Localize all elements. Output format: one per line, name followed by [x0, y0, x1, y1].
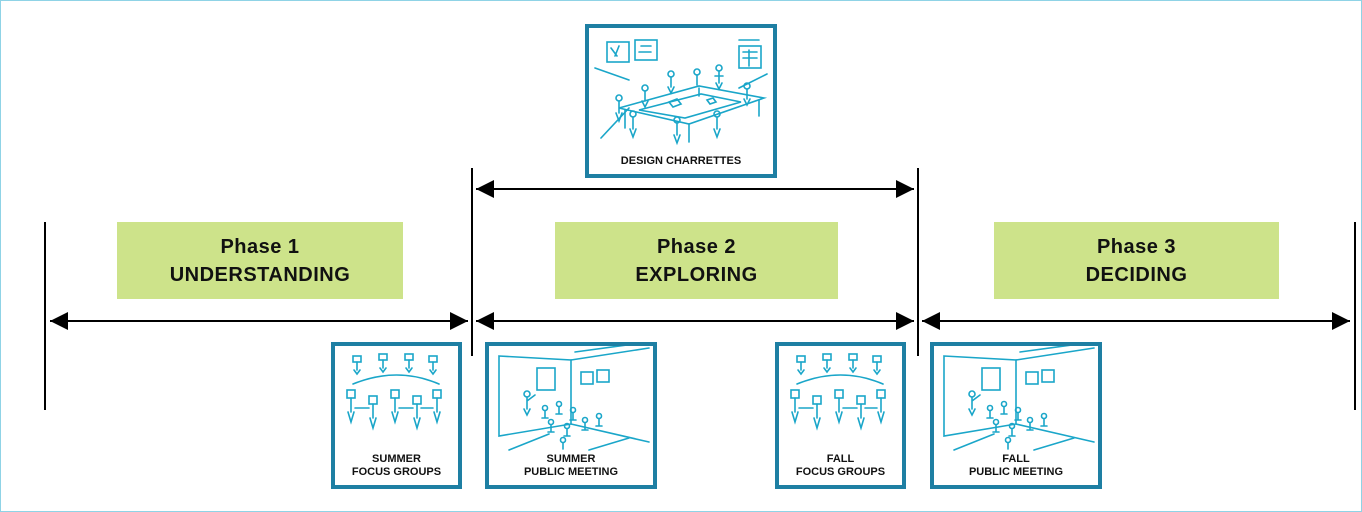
- fall-focus-groups-line1: FALL: [826, 453, 855, 465]
- summer-focus-groups-line1: SUMMER: [372, 453, 421, 465]
- summer-focus-groups-line2: FOCUS GROUPS: [351, 466, 442, 478]
- fall-focus-groups-line2: FOCUS GROUPS: [795, 466, 886, 478]
- public-meeting-sketch-icon: [943, 346, 1095, 451]
- phase-2-number: Phase 2: [656, 235, 737, 258]
- phase-3-name: DECIDING: [1085, 263, 1188, 286]
- phase-1-number: Phase 1: [220, 235, 300, 258]
- focus-group-sketch-icon: [790, 353, 886, 431]
- focus-group-sketch-icon: [346, 353, 442, 431]
- fall-public-meeting-line2: PUBLIC MEETING: [968, 466, 1064, 478]
- phase-2-box: Phase 2 EXPLORING: [555, 222, 838, 299]
- summer-public-meeting-card: SUMMER PUBLIC MEETING: [485, 342, 657, 489]
- summer-public-meeting-line2: PUBLIC MEETING: [523, 466, 619, 478]
- phase-3-number: Phase 3: [1096, 235, 1177, 258]
- design-charrettes-label: DESIGN CHARRETTES: [620, 155, 742, 167]
- design-charrettes-card: DESIGN CHARRETTES: [585, 24, 777, 178]
- phase-2-name: EXPLORING: [635, 263, 758, 286]
- fall-public-meeting-line1: FALL: [1002, 453, 1030, 465]
- summer-focus-groups-card: SUMMER FOCUS GROUPS: [331, 342, 462, 489]
- summer-public-meeting-line1: SUMMER: [546, 453, 596, 465]
- phase-3-box: Phase 3 DECIDING: [994, 222, 1279, 299]
- fall-public-meeting-card: FALL PUBLIC MEETING: [930, 342, 1102, 489]
- workshop-sketch-icon: [594, 39, 768, 146]
- fall-focus-groups-card: FALL FOCUS GROUPS: [775, 342, 906, 489]
- phase-1-name: UNDERSTANDING: [169, 263, 351, 286]
- phase-1-box: Phase 1 UNDERSTANDING: [117, 222, 403, 299]
- public-meeting-sketch-icon: [498, 346, 650, 451]
